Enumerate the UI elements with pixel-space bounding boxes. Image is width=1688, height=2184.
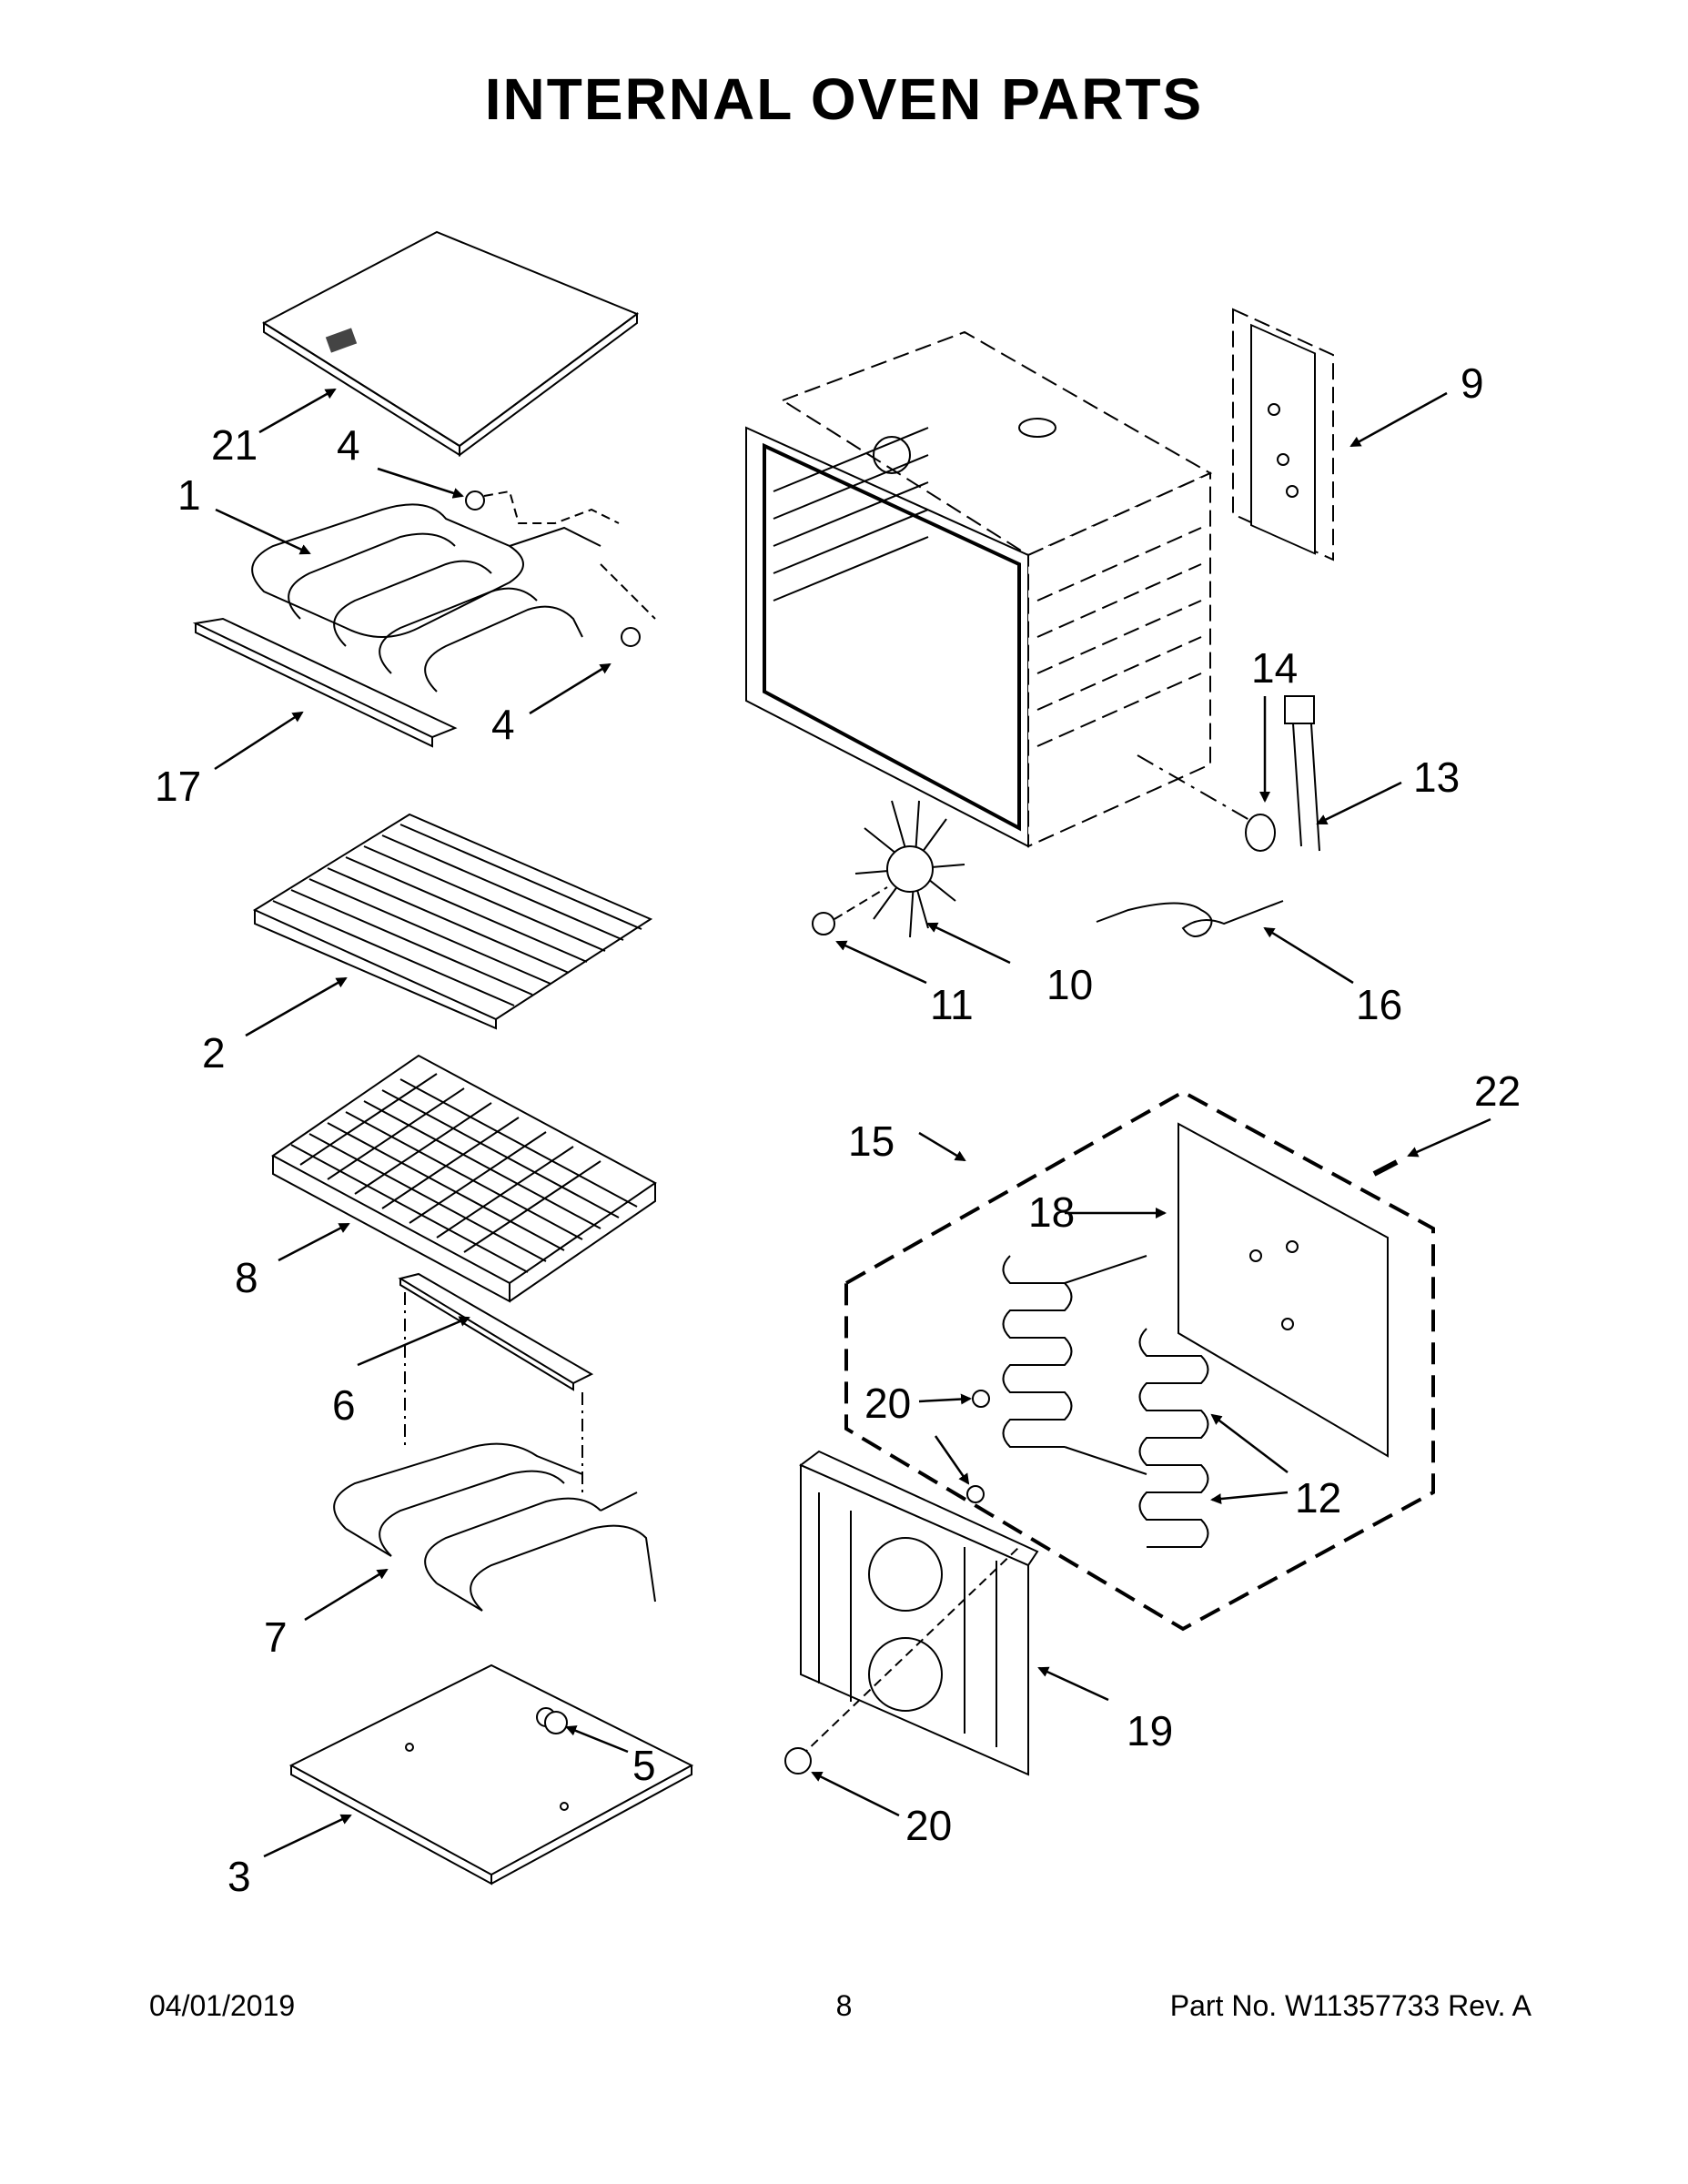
callout-7: 7 (264, 1613, 288, 1661)
part-3-bottom-panel (288, 1663, 694, 1886)
callout-11: 11 (930, 981, 974, 1028)
part-19-fan-housing (799, 1450, 1039, 1776)
part-13-14-sensor-bracket (1137, 695, 1320, 852)
part-22-screw (1372, 1159, 1399, 1177)
part-1-broil-element (251, 503, 601, 693)
callout-8: 8 (235, 1254, 258, 1301)
part-7-bake-element (333, 1442, 656, 1612)
callout-6: 6 (332, 1381, 356, 1429)
part-21-top-plate (261, 230, 640, 457)
callout-22: 22 (1474, 1067, 1521, 1115)
callout-13: 13 (1413, 753, 1460, 801)
part-17-trim-strip (192, 617, 458, 748)
part-10-fan-blade (812, 800, 965, 938)
callout-15: 15 (848, 1117, 895, 1165)
footer-page-number: 8 (835, 1989, 853, 2022)
part-8-roller-rack (271, 1054, 657, 1303)
callout-18: 18 (1028, 1188, 1075, 1236)
part-20-screws (784, 1390, 990, 1774)
callout-14: 14 (1251, 644, 1298, 692)
part-12-convection-elements (1002, 1255, 1209, 1548)
callout-10: 10 (1046, 961, 1093, 1008)
part-4-terminal-screws (465, 490, 656, 647)
callout-20: 20 (905, 1802, 952, 1849)
part-16-temp-probe (1096, 900, 1284, 937)
callout-19: 19 (1127, 1707, 1173, 1754)
callout-4: 4 (337, 421, 360, 469)
part-15-convection-assembly (844, 1089, 1435, 1632)
callout-3: 3 (227, 1853, 251, 1900)
callout-16: 16 (1356, 981, 1402, 1028)
callout-1: 1 (177, 471, 201, 519)
footer-part-number: Part No. W11357733 Rev. A (1169, 1989, 1531, 2022)
callout-20: 20 (864, 1380, 911, 1427)
callout-5: 5 (632, 1742, 656, 1789)
callout-12: 12 (1295, 1474, 1341, 1522)
part-9-bracket (1232, 308, 1334, 561)
part-18-rear-panel (1178, 1122, 1389, 1458)
callout-2: 2 (202, 1029, 226, 1077)
part-2-oven-rack (252, 813, 653, 1030)
callout-labels: 21 4 1 4 17 2 8 6 7 5 3 9 14 13 10 11 16… (155, 359, 1521, 1900)
callout-4: 4 (491, 701, 515, 748)
footer-date: 04/01/2019 (149, 1989, 296, 2022)
callout-17: 17 (155, 763, 201, 810)
part-6-bake-cover (398, 1272, 594, 1492)
oven-cavity (745, 330, 1213, 848)
callout-21: 21 (211, 421, 258, 469)
page-title: INTERNAL OVEN PARTS (484, 66, 1204, 132)
leader-arrows (214, 388, 1491, 1858)
part-5-screw (544, 1711, 568, 1734)
callout-9: 9 (1461, 359, 1484, 407)
